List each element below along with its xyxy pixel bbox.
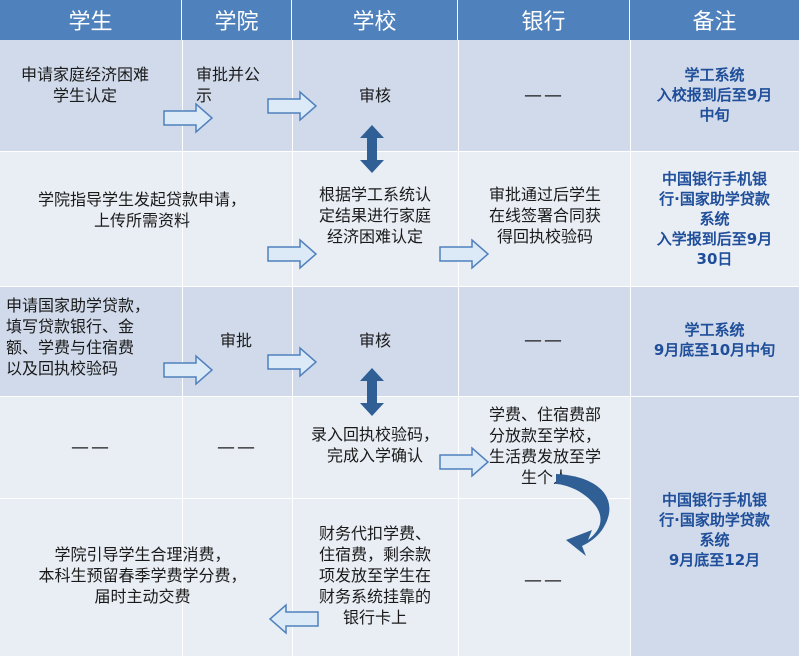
row1-college: 审批并公 示 (196, 65, 261, 105)
right-arrow-icon (439, 447, 489, 477)
row5-bank: —— (524, 569, 564, 591)
left-arrow-icon (268, 603, 319, 635)
double-arrow-icon (360, 368, 384, 416)
row-band-1 (0, 40, 799, 151)
row5-school: 财务代扣学费、 住宿费，剩余款 项发放至学生在 财务系统挂靠的 银行卡上 (318, 523, 431, 627)
row-band-3 (0, 286, 799, 396)
row3-college: 审批 (219, 330, 252, 350)
row1-school: 审核 (358, 85, 391, 105)
row4-school: 录入回执校验码， 完成入学确认 (310, 425, 439, 465)
grid-line (182, 40, 183, 656)
right-arrow-icon (439, 239, 489, 269)
right-arrow-icon (267, 91, 317, 121)
row3-student: 申请国家助学贷款， 填写贷款银行、金 额、学费与住宿费 以及回执校验码 (6, 296, 151, 378)
header-student: 学生 (0, 0, 182, 40)
header-school: 学校 (292, 0, 458, 40)
row1-bank: —— (524, 84, 564, 106)
grid-line (0, 286, 799, 287)
right-arrow-icon (163, 103, 213, 133)
row3-bank: —— (524, 329, 564, 351)
row4-student: —— (71, 436, 111, 458)
row1-note: 学工系统 入校报到后至9月 中旬 (656, 66, 773, 124)
row2-bank: 审批通过后学生 在线签署合同获 得回执校验码 (488, 184, 601, 246)
grid-line (0, 396, 799, 397)
grid-line (292, 40, 293, 656)
grid-line (0, 498, 630, 499)
row2-student: 学院指导学生发起贷款申请， 上传所需资料 (37, 190, 246, 230)
row2-note: 中国银行手机银 行·国家助学贷款 系统 入学报到后至9月 30日 (656, 170, 773, 268)
row3-school: 审核 (358, 330, 391, 350)
row3-note: 学工系统 9月底至10月中旬 (653, 321, 776, 359)
grid-line (0, 151, 799, 152)
row5-student: 学院引导学生合理消费， 本科生预留春季学费学分费， 届时主动交费 (38, 544, 247, 606)
row-band-2 (0, 151, 799, 286)
header-college: 学院 (182, 0, 292, 40)
merged-note: 中国银行手机银 行·国家助学贷款 系统 9月底至12月 (659, 491, 770, 569)
right-arrow-icon (267, 239, 317, 269)
row1-student: 申请家庭经济困难 学生认定 (20, 65, 149, 105)
right-arrow-icon (267, 347, 317, 377)
double-arrow-icon (360, 125, 384, 173)
header-note: 备注 (630, 0, 799, 40)
grid-line (458, 40, 459, 656)
curved-arrow-icon (556, 474, 610, 556)
row4-bank: 学费、住宿费部 分放款至学校， 生活费发放至学 生个人 (488, 405, 601, 487)
row2-school: 根据学工系统认 定结果进行家庭 经济困难认定 (318, 184, 431, 246)
header-bank: 银行 (458, 0, 630, 40)
right-arrow-icon (163, 355, 213, 385)
row4-college: —— (217, 436, 257, 458)
grid-line (630, 40, 631, 656)
merged-note-band (630, 396, 799, 656)
